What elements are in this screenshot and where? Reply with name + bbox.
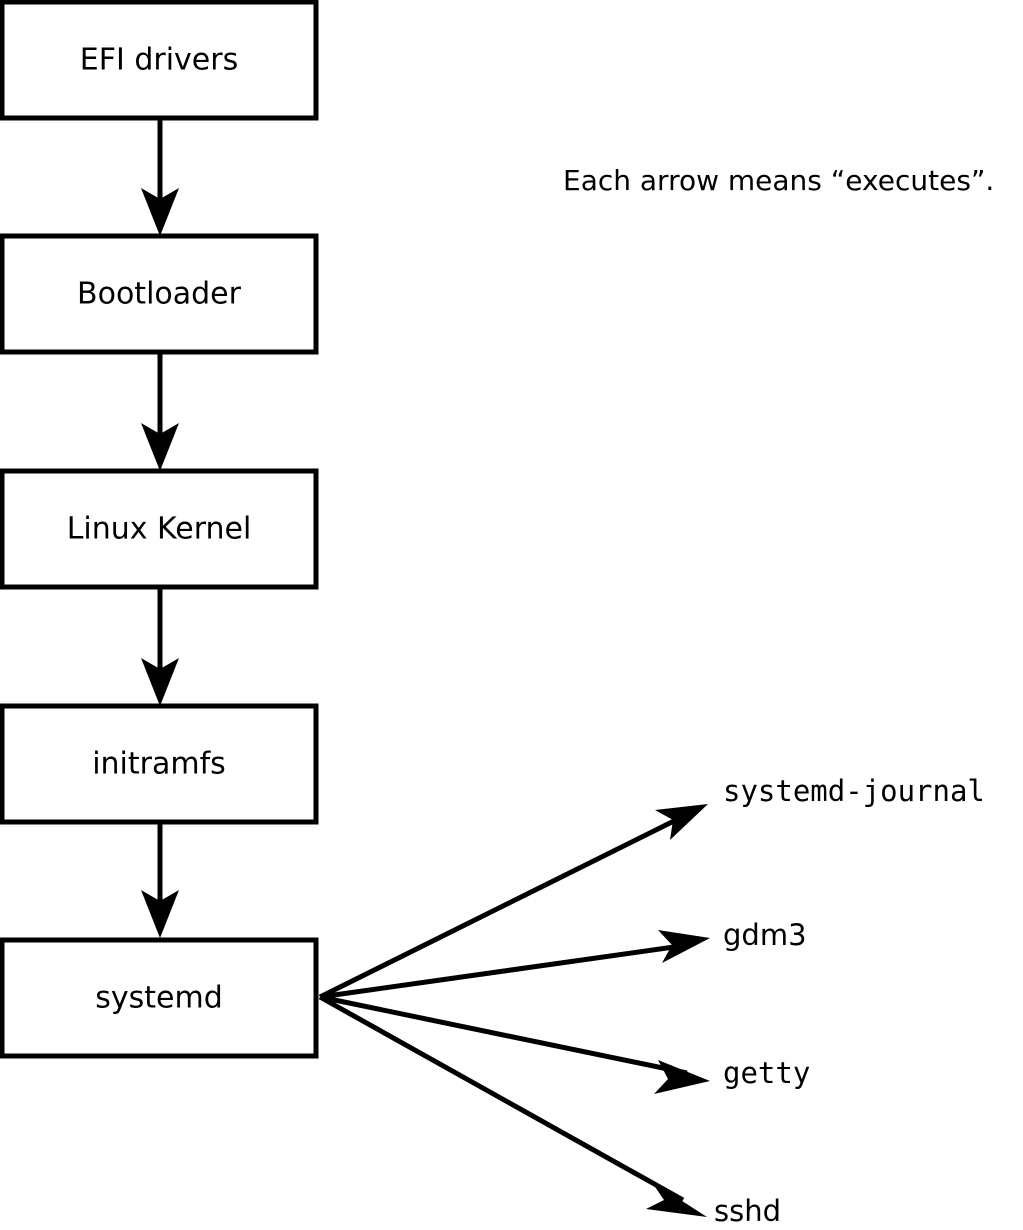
box-linux-kernel[interactable]: Linux Kernel (0, 468, 319, 590)
leaf-label-gdm3: gdm3 (723, 918, 807, 952)
leaf-label-getty: getty (723, 1056, 810, 1090)
box-bootloader[interactable]: Bootloader (0, 233, 319, 355)
leaf-label-sshd: sshd (714, 1194, 781, 1228)
edge-systemd-to-getty (319, 994, 710, 1094)
leaf-label-systemd-journal: systemd-journal (723, 774, 985, 808)
edge-bootloader-to-kernel (141, 352, 179, 471)
box-rect-efi-drivers (0, 0, 319, 121)
arrow-head-kernel-to-initramfs (141, 658, 179, 706)
box-label-systemd: systemd (95, 981, 223, 1016)
box-efi-drivers[interactable]: EFI drivers (0, 0, 319, 121)
box-rect-systemd (0, 937, 319, 1059)
arrow-head-systemd-to-sshd (646, 1181, 707, 1217)
box-initramfs[interactable]: initramfs (0, 703, 319, 825)
edge-line-systemd-to-gdm3 (319, 942, 689, 1000)
edge-initramfs-to-systemd (141, 822, 179, 938)
edge-line-systemd-to-systemd-journal (318, 812, 688, 1000)
systemd-fanout-edges (318, 804, 710, 1217)
edge-systemd-to-gdm3 (319, 930, 710, 1000)
diagram-annotation: Each arrow means “executes”. (563, 164, 994, 197)
arrow-head-initramfs-to-systemd (141, 890, 179, 938)
box-rect-linux-kernel (0, 468, 319, 590)
arrow-head-efi-to-bootloader (141, 188, 179, 236)
box-label-bootloader: Bootloader (77, 277, 242, 312)
edge-line-systemd-to-sshd (318, 994, 685, 1203)
arrow-head-systemd-to-getty (654, 1060, 710, 1094)
edge-systemd-to-sshd (318, 994, 707, 1217)
edge-efi-to-bootloader (141, 118, 179, 236)
box-rect-initramfs (0, 703, 319, 825)
arrow-head-systemd-to-gdm3 (658, 930, 710, 963)
edge-line-systemd-to-getty (319, 994, 688, 1076)
arrow-head-bootloader-to-kernel (141, 423, 179, 471)
chain-edges (141, 118, 179, 938)
box-rect-bootloader (0, 233, 319, 355)
edge-kernel-to-initramfs (141, 587, 179, 706)
edge-systemd-to-systemd-journal (318, 804, 708, 1000)
box-systemd[interactable]: systemd (0, 937, 319, 1059)
box-label-efi-drivers: EFI drivers (80, 43, 238, 78)
box-label-linux-kernel: Linux Kernel (67, 512, 252, 547)
leaf-labels: systemd-journal gdm3 getty sshd (714, 774, 985, 1228)
arrow-head-systemd-to-systemd-journal (655, 804, 708, 840)
box-label-initramfs: initramfs (92, 747, 226, 782)
